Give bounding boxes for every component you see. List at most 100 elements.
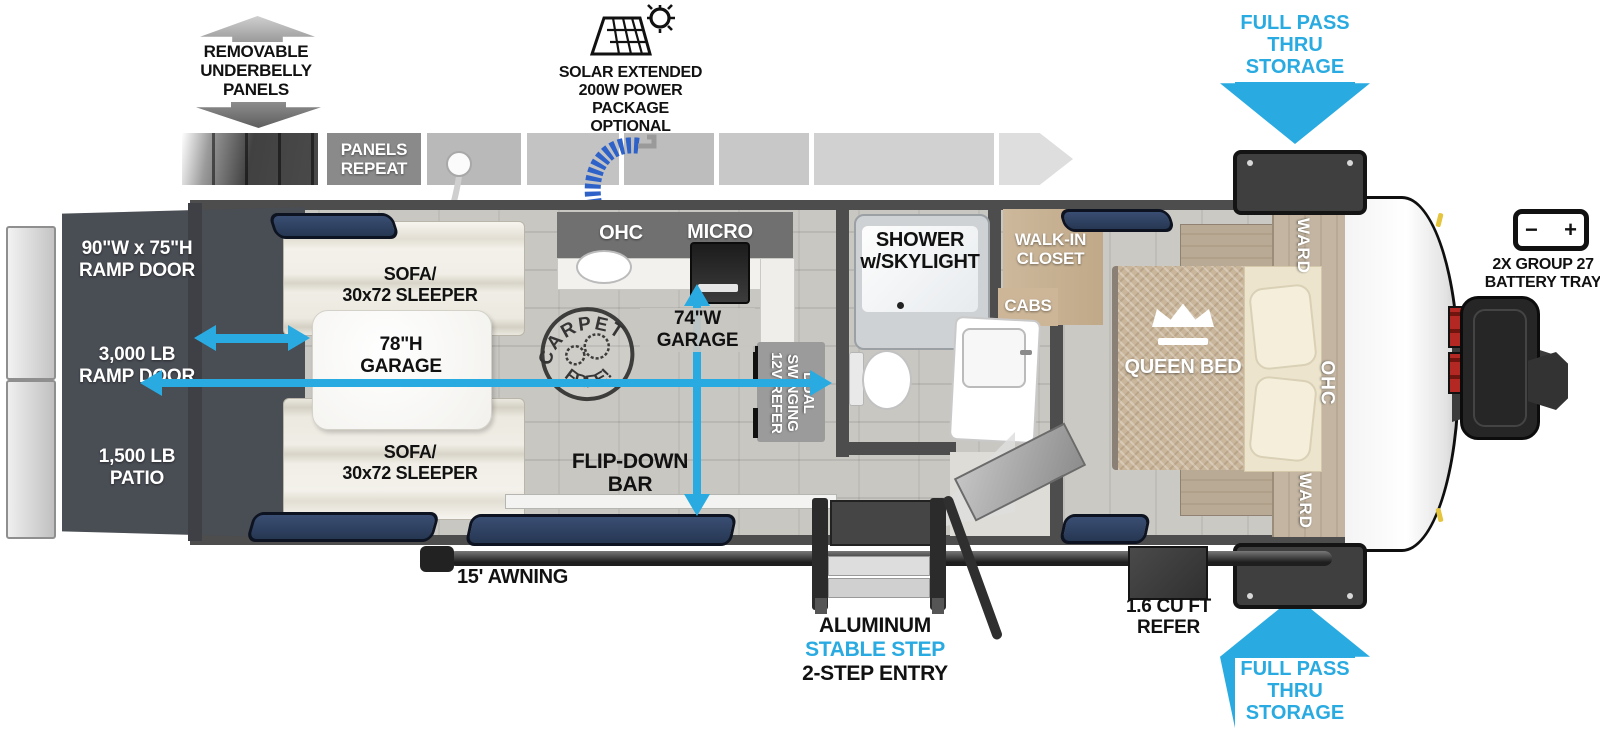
- step-tread: [828, 578, 930, 598]
- battery-tray: [1460, 296, 1540, 440]
- kitchen-counter-side: [760, 258, 795, 350]
- battery-tray-label: 2X GROUP 27 BATTERY TRAY: [1484, 256, 1600, 291]
- step-material-label: ALUMINUM: [819, 614, 931, 637]
- clearance-light: [1435, 507, 1444, 523]
- ramp-door-zone: [62, 207, 305, 538]
- battery-plus: +: [1564, 217, 1577, 242]
- full-pass-thru-storage-callout-bottom: FULL PASS THRU STORAGE: [1220, 596, 1370, 728]
- full-pass-thru-storage-label: FULL PASS THRU STORAGE: [1235, 658, 1355, 728]
- walk-in-closet-label: WALK-IN CLOSET: [1014, 230, 1087, 268]
- screw-icon: [1247, 593, 1253, 599]
- ward-top-label: WARD: [1293, 218, 1313, 274]
- crown-icon-base: [1158, 338, 1208, 345]
- sofa-top-label: SOFA/ 30x72 SLEEPER: [342, 264, 478, 305]
- step-tread: [828, 556, 930, 576]
- bath-wall-left: [836, 207, 849, 457]
- bath-wall-mid: [988, 207, 1001, 325]
- full-pass-thru-storage-callout-top: FULL PASS THRU STORAGE: [1220, 12, 1370, 144]
- toilet-bowl: [862, 350, 912, 410]
- bath-wall-bottom: [836, 442, 956, 455]
- battery-minus: −: [1525, 217, 1538, 242]
- window: [1058, 209, 1176, 232]
- refer-hinge: [753, 408, 758, 438]
- step-rail: [930, 498, 946, 610]
- window: [1058, 514, 1152, 544]
- exterior-refer-compartment: [1128, 546, 1208, 600]
- screw-icon: [1247, 160, 1253, 166]
- patio-rail: [6, 380, 56, 539]
- ramp-arrow-head-right: [288, 325, 310, 351]
- underbelly-panel-segment: [427, 133, 521, 185]
- step-foot: [815, 598, 827, 614]
- queen-bed-mattress: [1112, 266, 1250, 470]
- nightstand-top: [1180, 224, 1274, 270]
- hitch-coupler: [1528, 352, 1568, 410]
- garage-width-arrow-head-top: [684, 284, 710, 306]
- length-arrow-head-right: [810, 370, 832, 396]
- flip-down-bar-shelf: [505, 494, 837, 509]
- clearance-light: [1435, 212, 1444, 228]
- underbelly-label: REMOVABLE UNDERBELLY PANELS: [200, 42, 312, 99]
- garage-table: [312, 310, 492, 430]
- micro-label: MICRO: [687, 221, 753, 243]
- pass-thru-storage-box-top: [1233, 150, 1367, 215]
- bed-ohc-label: OHC: [1316, 360, 1338, 406]
- refer-12v-label: DUAL SWINGING 12V REFER: [767, 352, 817, 434]
- queen-bed-label: QUEEN BED: [1124, 356, 1242, 378]
- front-cap: [1345, 196, 1460, 552]
- exterior-refer-label: 1.6 CU FT REFER: [1126, 596, 1211, 638]
- ward-bottom-label: WARD: [1295, 473, 1315, 529]
- full-pass-thru-storage-label: FULL PASS THRU STORAGE: [1235, 12, 1355, 82]
- screw-icon: [1347, 160, 1353, 166]
- carpet-free-stamp: CARPET FREE!: [526, 303, 635, 402]
- kitchen-ohc-label: OHC: [599, 222, 643, 244]
- cabs-label: CABS: [1004, 296, 1052, 315]
- step-foot: [932, 598, 944, 614]
- patio-capacity-label: 1,500 LB PATIO: [98, 446, 176, 489]
- step-brand-label: STABLE STEP: [805, 638, 945, 661]
- garage-height-label: 78"H GARAGE: [360, 334, 442, 377]
- underbelly-panel-arrow-icon: [999, 133, 1073, 185]
- window: [245, 512, 441, 542]
- step-rail: [812, 498, 828, 610]
- coiled-hose-icon: [584, 134, 657, 220]
- flip-down-bar-label: FLIP-DOWN BAR: [571, 450, 689, 496]
- microwave-handle: [698, 284, 738, 292]
- underbelly-panel-segment: [182, 133, 318, 185]
- underbelly-panel-segment: [719, 133, 809, 185]
- sink: [576, 250, 632, 284]
- ramp-door-size-label: 90"W x 75"H RAMP DOOR: [78, 238, 196, 281]
- ward-top-wrap: WARD: [1271, 213, 1335, 279]
- shower-label: SHOWER w/SKYLIGHT: [860, 229, 980, 273]
- ramp-arrow-line: [214, 334, 290, 343]
- underbelly-arrow-down-icon: [196, 102, 321, 128]
- panels-repeat-box: [327, 133, 421, 185]
- garage-width-arrow-line: [693, 302, 701, 494]
- vanity-sink: [962, 328, 1026, 388]
- underbelly-panel-segment: [814, 133, 994, 185]
- bath-wall-right: [1050, 285, 1063, 455]
- panels-repeat-label: PANELS REPEAT: [340, 140, 408, 178]
- garage-width-arrow-head-bottom: [684, 494, 710, 516]
- patio-rail: [6, 226, 56, 380]
- awning-end-cap: [420, 546, 454, 572]
- shower-pane: [862, 226, 978, 312]
- sofa-bottom-label: SOFA/ 30x72 SLEEPER: [342, 442, 478, 483]
- length-arrow-line: [160, 379, 812, 387]
- rear-wall: [188, 203, 202, 541]
- nightstand-bottom: [1180, 468, 1274, 516]
- vanity-faucet: [1020, 350, 1032, 355]
- screw-icon: [1347, 593, 1353, 599]
- step-entry-label: 2-STEP ENTRY: [802, 662, 948, 685]
- window: [267, 213, 401, 239]
- shower-drain-dot: [897, 302, 904, 309]
- garage-width-label: 74"W GARAGE: [640, 308, 755, 352]
- window: [464, 514, 738, 546]
- solar-panel-icon: [589, 4, 675, 56]
- step-platform: [830, 500, 934, 546]
- ward-bottom-wrap: WARD: [1273, 468, 1337, 534]
- battery-tray-lid-line: [1473, 309, 1527, 427]
- underbelly-arrow-up-icon: [200, 16, 315, 42]
- refer-hinge: [753, 346, 758, 382]
